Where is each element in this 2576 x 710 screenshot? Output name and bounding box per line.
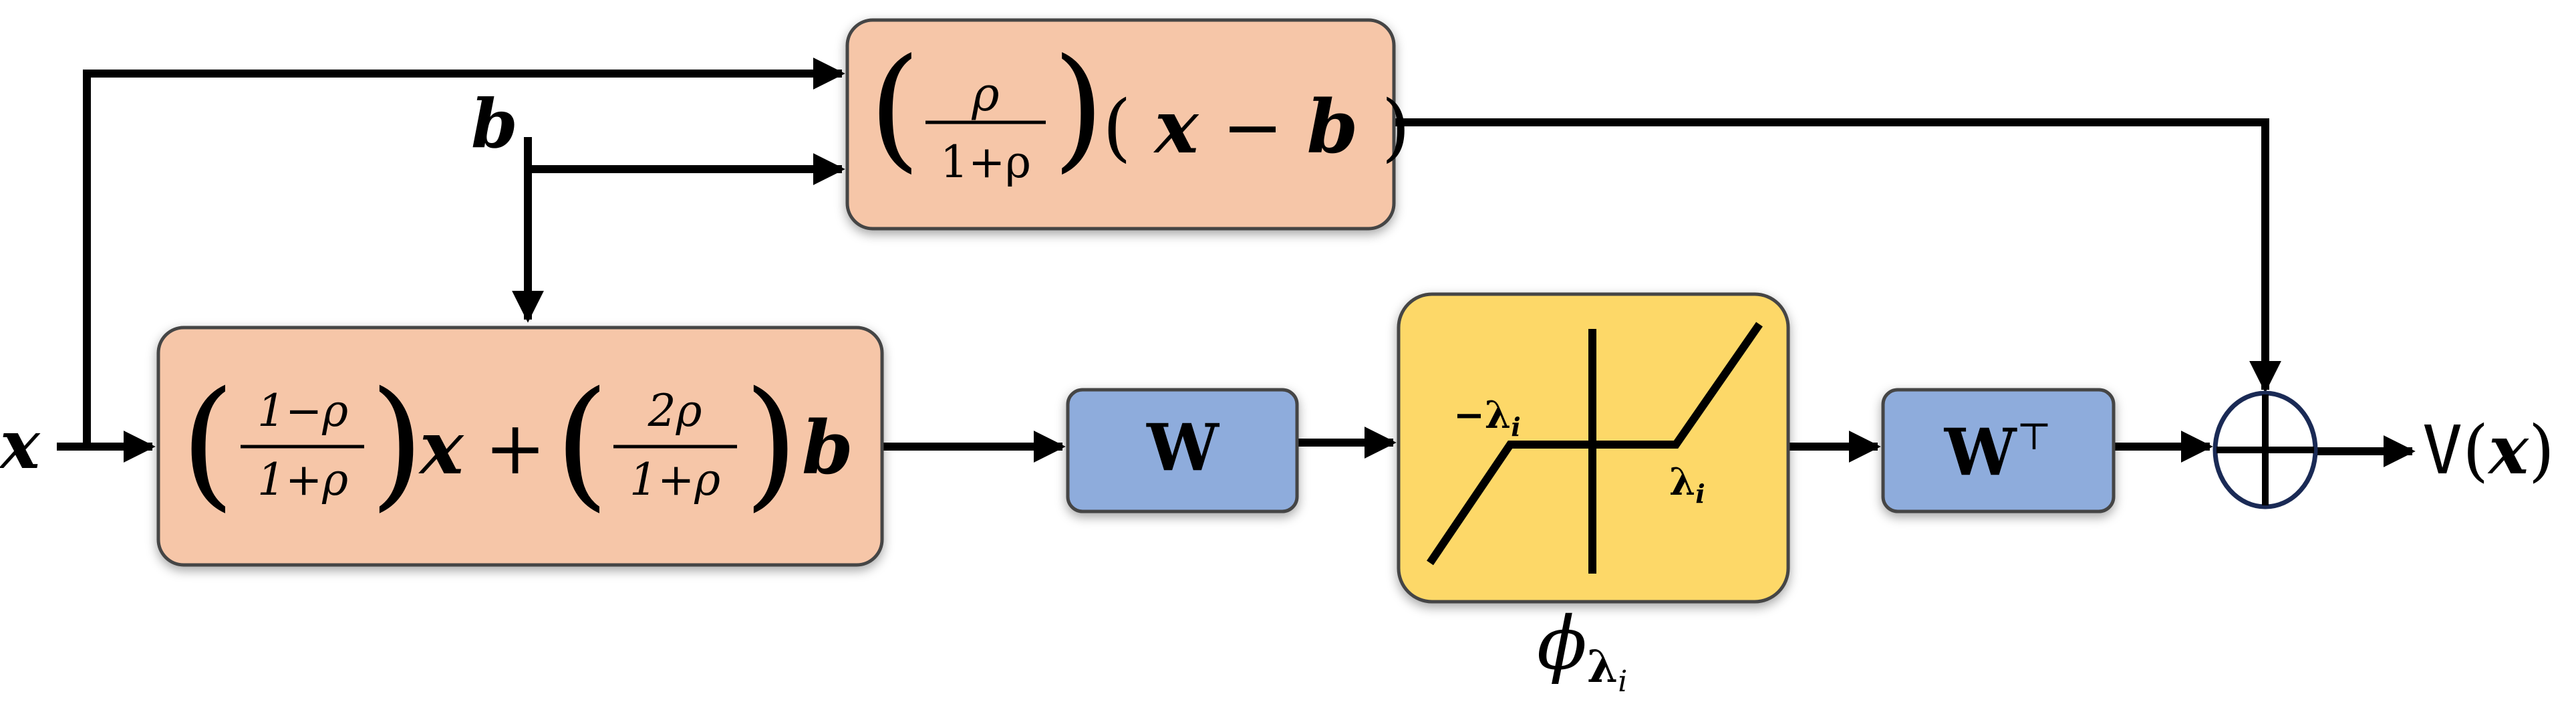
mix-box: ( 1−ρ 1+ρ ) x + ( 2ρ 1+ρ ) b xyxy=(156,326,884,567)
mix-var-x: x xyxy=(418,404,464,491)
soft-threshold-curve xyxy=(1427,322,1763,566)
skip-expr-open: ( xyxy=(1103,84,1131,170)
skip-expression: ( x − b ) xyxy=(1103,84,1410,170)
skip-paren-right: ) xyxy=(1052,30,1105,186)
wt-label: W⊤ xyxy=(1944,415,2051,490)
phi-label: ϕλi xyxy=(1537,600,1627,699)
mix-frac1-num: 1−ρ xyxy=(257,385,348,437)
mix-plus: + xyxy=(484,405,546,491)
input-x-label: x xyxy=(0,405,41,484)
skip-box: ( ρ 1+ρ ) ( x − b ) xyxy=(845,18,1410,231)
arrow-skip-to-sum xyxy=(1395,118,2281,393)
input-b-label: b xyxy=(471,84,518,163)
wt-box: W⊤ xyxy=(1881,388,2116,513)
w-box: W xyxy=(1066,388,1299,513)
w-label: W xyxy=(1146,410,1220,485)
sum-node xyxy=(2212,390,2318,509)
connections xyxy=(57,57,2416,467)
shrinkage-box: −λi λi xyxy=(1397,292,1790,604)
skip-expr-minus: − xyxy=(1222,84,1306,170)
mix-paren2-left: ( xyxy=(555,361,609,525)
mix-paren1-left: ( xyxy=(180,361,235,525)
skip-expr-close: ) xyxy=(1381,84,1410,170)
mix-frac2-den: 1+ρ xyxy=(629,454,720,505)
arrow-x-to-skip xyxy=(83,57,845,447)
skip-expr-x: x xyxy=(1153,84,1199,170)
neg-lambda-label: −λi xyxy=(1453,393,1521,442)
mix-paren1-right: ) xyxy=(370,361,424,525)
mix-frac2-num: 2ρ xyxy=(648,385,702,437)
skip-frac-num: ρ xyxy=(971,67,999,122)
skip-expr-b: b xyxy=(1307,84,1358,170)
arrow-b-to-skip xyxy=(524,137,845,185)
mix-frac1-den: 1+ρ xyxy=(257,454,348,505)
output-label: V(x) xyxy=(2422,410,2555,489)
skip-paren-left: ( xyxy=(869,30,921,186)
skip-frac-den: 1+ρ xyxy=(940,136,1031,188)
mix-paren2-right: ) xyxy=(744,361,799,525)
pos-lambda-label: λi xyxy=(1669,460,1705,509)
mix-var-b: b xyxy=(802,404,853,491)
